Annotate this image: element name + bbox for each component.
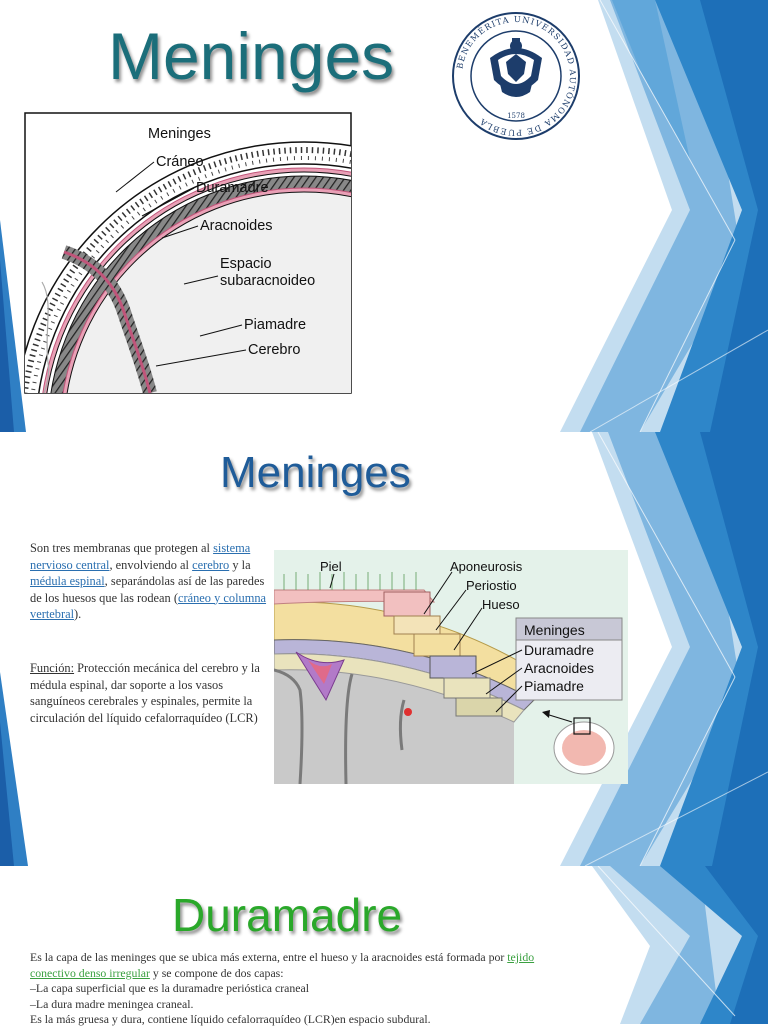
text: Es la capa de las meninges que se ubica … [30, 950, 508, 964]
label-craneo: Cráneo [156, 154, 204, 170]
slide-decoration [0, 432, 768, 866]
label-piamadre: Piamadre [244, 317, 306, 333]
label-cerebro: Cerebro [248, 342, 300, 358]
label-hueso: Hueso [482, 597, 520, 612]
label-meninges: Meninges [524, 622, 585, 638]
slide-title: Meninges [108, 19, 395, 93]
link-craneo[interactable]: cráneo [177, 590, 211, 605]
slide-3 [0, 866, 768, 1024]
meninges-cross-section-diagram: Meninges Cráneo Duramadre Aracnoides Esp… [24, 112, 352, 394]
label-duramadre: Duramadre [196, 180, 269, 196]
slide-decoration [592, 866, 768, 1024]
link-columna-vertebral[interactable]: columna vertebral [30, 590, 267, 622]
link-medula-espinal[interactable]: médula espinal [30, 574, 105, 588]
label-aponeurosis: Aponeurosis [450, 559, 523, 574]
label-piamadre: Piamadre [524, 678, 584, 694]
text-line: –La capa superficial que es la duramadre… [30, 981, 310, 995]
label-duramadre: Duramadre [524, 642, 594, 658]
label-periostio: Periostio [466, 578, 517, 593]
label-meninges: Meninges [148, 126, 211, 142]
funcion-description: Función: Protección mecánica del cerebro… [30, 660, 270, 726]
slide-1: Meninges BENEMÉRITA UNIVERSIDAD AUTÓNOMA… [0, 0, 768, 432]
link-tejido-conectivo[interactable]: tejido conectivo denso irregular [30, 950, 535, 980]
meninges-description: Son tres membranas que protegen al siste… [30, 540, 270, 623]
meninges-layers-figure: Piel Aponeurosis Periostio Hueso Meninge… [274, 550, 628, 784]
label-espacio: Espacio [220, 256, 272, 272]
label-aracnoides: Aracnoides [200, 218, 273, 234]
funcion-text: Protección mecánica del cerebro y la méd… [30, 661, 260, 725]
text: y [210, 590, 224, 605]
text: , separándolas así de las paredes de los… [30, 574, 265, 605]
slide-title: Duramadre [172, 889, 403, 941]
slide-decoration [0, 0, 768, 432]
text-line: –La dura madre meningea craneal. [30, 996, 194, 1011]
duramadre-description: Es la capa de las meninges que se ubica … [30, 950, 570, 1028]
slide-title: Meninges [220, 448, 411, 497]
text: y la [229, 557, 251, 572]
label-subaracnoideo: subaracnoideo [220, 273, 315, 289]
text: ). [74, 607, 82, 621]
label-piel: Piel [320, 559, 342, 574]
seal-year: 1578 [507, 112, 525, 120]
link-cerebro[interactable]: cerebro [192, 557, 230, 572]
link-sistema-nervioso[interactable]: sistema nervioso central [30, 541, 251, 572]
text: Son tres membranas que protegen al [30, 541, 214, 555]
university-seal-logo: BENEMÉRITA UNIVERSIDAD AUTÓNOMA DE PUEBL… [452, 12, 580, 140]
text: , envolviendo al [109, 557, 193, 572]
text-line: Es la más gruesa y dura, contiene líquid… [30, 1012, 431, 1026]
funcion-label: Función: [30, 661, 75, 675]
label-aracnoides: Aracnoides [524, 660, 594, 676]
text: y se compone de dos capas: [149, 965, 284, 980]
